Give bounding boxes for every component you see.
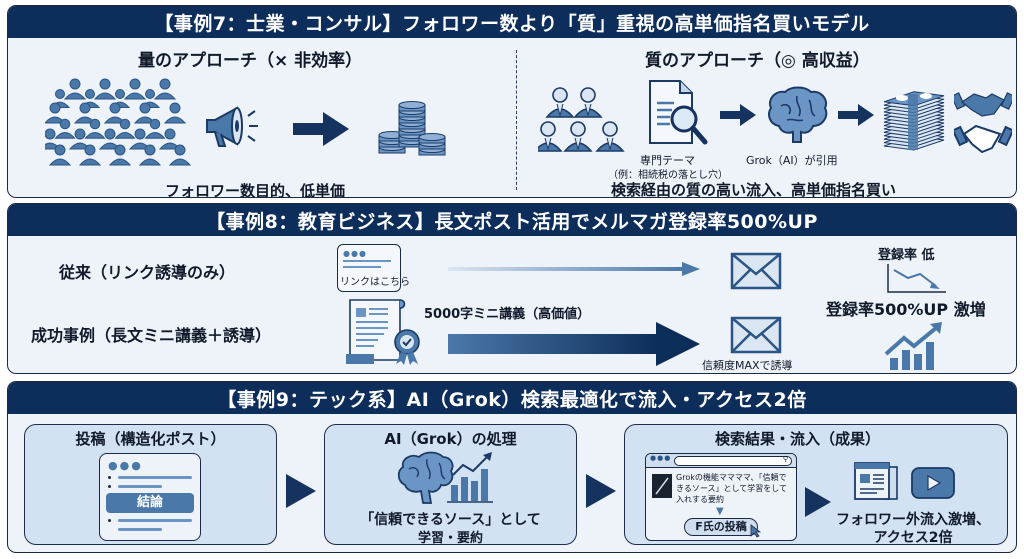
search-bar[interactable]: ⚲: [674, 455, 792, 466]
conclusion-highlight: 結論: [106, 493, 194, 513]
grok-logo-icon: [652, 474, 672, 498]
person-icon: [93, 78, 117, 100]
link-card: ●●● リンクはこちら: [337, 244, 410, 292]
step2-heading: AI（Grok）の処理: [384, 430, 517, 448]
arrow-right-icon: [838, 104, 874, 126]
person-icon: [73, 102, 97, 124]
longform-document-icon: [344, 298, 424, 366]
professional-icon: [573, 87, 603, 118]
link-card-text[interactable]: リンクはこちら: [340, 277, 410, 288]
case7-title: 【事例7：士業・コンサル】フォロワー数より「質」重視の高単価指名買いモデル: [8, 6, 1016, 38]
case7-section: 【事例7：士業・コンサル】フォロワー数より「質」重視の高単価指名買いモデル 量の…: [7, 5, 1017, 198]
person-icon: [138, 144, 162, 166]
professional-icon: [545, 87, 575, 118]
search-result-window: ●●● ⚲ Grokの機能ママママ、「信頼できるソース」として学習をして入れする…: [645, 453, 797, 541]
mail-icon: [730, 316, 782, 354]
quantity-caption: フォロワー数目的、低単価: [165, 182, 346, 198]
person-icon: [48, 144, 72, 166]
step3-heading: 検索結果・流入（成果）: [715, 430, 881, 448]
down-arrow-icon: ▼: [716, 506, 724, 517]
person-icon: [84, 118, 106, 139]
case9-title: 【事例9：テック系】AI（Grok）検索最適化で流入・アクセス2倍: [8, 382, 1016, 414]
person-icon: [114, 118, 136, 139]
mail-caption: 信頼度MAXで誘導: [702, 359, 793, 372]
person-icon: [54, 118, 76, 139]
quality-heading: 質のアプローチ（◎ 高収益）: [645, 51, 870, 71]
person-icon: [108, 144, 132, 166]
case8-section: 【事例8：教育ビジネス】長文ポスト活用でメルマガ登録率500%UP 従来（リンク…: [7, 203, 1017, 374]
section-divider: [516, 50, 517, 190]
success-label: 成功事例（長文ミニ講義＋誘導）: [31, 326, 272, 345]
ai-label: Grok（AI）が引用: [746, 154, 838, 167]
person-icon: [168, 144, 192, 166]
megaphone-icon: [201, 104, 261, 150]
person-icon: [153, 78, 177, 100]
quantity-heading: 量のアプローチ（× 非効率）: [138, 51, 363, 71]
person-icon: [144, 118, 166, 139]
structured-post-card: ●●● 結論: [99, 453, 201, 541]
step2-ai-box: AI（Grok）の処理 「信頼できるソース」として 学習・要約: [324, 424, 577, 546]
step3-result-box: 検索結果・流入（成果） ●●● ⚲ Grokの機能ママママ、「信頼できるソース」…: [624, 424, 1008, 546]
thick-arrow-icon: [448, 322, 700, 366]
theme-label: 専門テーマ: [640, 154, 695, 167]
person-icon: [123, 78, 147, 100]
case8-title: 【事例8：教育ビジネス】長文ポスト活用でメルマガ登録率500%UP: [8, 204, 1016, 236]
step2-caption-line2: 学習・要約: [417, 531, 483, 546]
arrow-right-icon: [720, 104, 756, 126]
flow-arrow-icon: [805, 487, 831, 517]
step3-caption-line1: フォロワー外流入激増、: [836, 512, 990, 528]
low-rate-label: 登録率 低: [878, 248, 935, 263]
search-icon: ⚲: [782, 455, 788, 463]
professional-icon: [538, 121, 563, 152]
person-icon: [78, 144, 102, 166]
person-icon: [45, 102, 67, 124]
post-link-button[interactable]: F氏の投稿: [684, 518, 758, 536]
step1-heading: 投稿（構造化ポスト）: [75, 430, 226, 448]
trend-up-icon: [884, 322, 946, 370]
video-play-icon: [911, 467, 955, 499]
step2-caption-line1: 「信頼できるソース」として: [360, 512, 541, 528]
cursor-icon: [750, 524, 762, 538]
professional-icon: [595, 121, 625, 152]
person-icon: [63, 78, 87, 100]
person-icon: [128, 128, 152, 150]
brain-icon: [765, 86, 831, 144]
case9-section: 【事例9：テック系】AI（Grok）検索最適化で流入・アクセス2倍 投稿（構造化…: [7, 381, 1017, 553]
crowd-icon: [45, 78, 195, 170]
document-search-icon: [648, 79, 710, 149]
brain-chart-icon: [397, 451, 497, 505]
high-rate-label: 登録率500%UP 激増: [826, 300, 986, 319]
professionals-icon: [538, 83, 633, 163]
person-icon: [163, 102, 187, 124]
step1-post-box: 投稿（構造化ポスト） ●●● 結論: [24, 424, 277, 545]
step3-caption-line2: アクセス2倍: [873, 530, 953, 546]
article-icon: [853, 461, 899, 501]
lecture-arrow-label: 5000字ミニ講義（高価値）: [424, 307, 591, 322]
flow-arrow-icon: [586, 474, 616, 508]
person-icon: [158, 128, 182, 150]
professional-icon: [563, 121, 593, 152]
theme-example: （例：相続税の落とし穴）: [608, 170, 728, 181]
arrow-right-icon: [293, 112, 349, 146]
trend-down-icon: [886, 264, 948, 294]
mail-icon: [730, 252, 782, 290]
thin-arrow-icon: [448, 262, 700, 276]
money-stack-icon: [880, 82, 948, 152]
coins-icon: [376, 98, 448, 156]
handshake-icon: [954, 84, 1012, 156]
search-result-snippet: Grokの機能ママママ、「信頼できるソース」として学習をして入れする要約: [676, 473, 787, 504]
quality-caption: 検索経由の質の高い流入、高単価指名買い: [611, 181, 897, 198]
flow-arrow-icon: [286, 474, 316, 508]
conventional-label: 従来（リンク誘導のみ）: [59, 263, 236, 282]
